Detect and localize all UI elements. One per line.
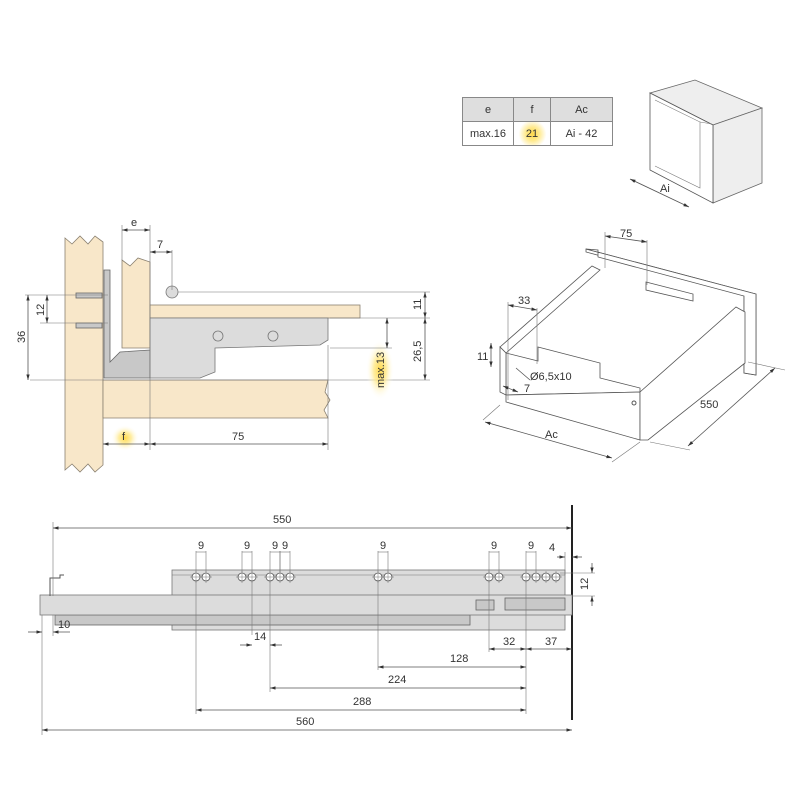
dim-9: 9 [491,540,497,552]
mounting-holes [190,571,562,583]
dim-36: 36 [16,331,28,343]
dim-9: 9 [272,540,278,552]
cabinet-wall [64,235,104,473]
dim-12: 12 [35,304,47,316]
spec-table-header: e f Ac [462,97,613,122]
dim-4: 4 [549,542,555,554]
dim-iso-ac: Ac [545,429,558,441]
drawer-front [505,391,641,441]
dim-iso-11: 11 [477,351,488,363]
dim-9: 9 [244,540,250,552]
section-view: e 7 11 26,5 max.13 36 12 f 75 [16,217,430,473]
drawer-rail-slot [645,281,694,302]
dim-128: 128 [450,653,468,665]
drawer-bottom [149,304,361,319]
front-hook [49,574,64,596]
header-ac: Ac [550,97,613,122]
dim-7: 7 [157,239,163,251]
drawer-right-side [639,306,746,441]
dim-12-rail: 12 [579,578,591,590]
dim-f: f [122,431,126,443]
dim-9: 9 [380,540,386,552]
dim-10: 10 [58,619,70,631]
dim-550: 550 [273,514,291,526]
dim-32: 32 [503,636,515,648]
drawer-side [121,257,151,349]
dim-37: 37 [545,636,557,648]
dim-9: 9 [528,540,534,552]
dim-26-5: 26,5 [412,341,424,362]
cabinet-side [712,107,763,204]
label-ai: Ai [660,183,670,195]
dim-9: 9 [282,540,288,552]
dim-iso-hole: Ø6,5x10 [530,371,572,383]
dim-iso-33: 33 [518,295,530,307]
dim-75: 75 [232,431,244,443]
drawer-left-side [499,265,601,354]
dim-max13: max.13 [375,352,387,388]
dim-iso-75: 75 [620,228,632,240]
dim-iso-7: 7 [524,383,530,395]
dim-288: 288 [353,696,371,708]
dim-9: 9 [198,540,204,552]
spec-table: e f Ac max.16 21 Ai - 42 [462,97,613,146]
drawer-member [39,594,573,616]
intermediate-member [54,614,471,626]
dim-11: 11 [412,299,424,310]
spec-table-row: max.16 21 Ai - 42 [462,121,613,146]
value-e: max.16 [462,121,514,146]
value-ac: Ai - 42 [550,121,613,146]
header-e: e [462,97,514,122]
dim-14: 14 [254,631,266,643]
dim-560: 560 [296,716,314,728]
dim-iso-550: 550 [700,399,718,411]
dim-e: e [131,217,137,229]
mounting-bracket [103,269,151,379]
rail-profile [149,317,329,379]
value-f: 21 [513,121,551,146]
drawer-isometric: 75 33 11 Ø6,5x10 7 Ac 550 [477,228,786,463]
cabinet-illustration: Ai [629,79,764,208]
lower-panel [102,379,331,419]
dim-224: 224 [388,674,406,686]
